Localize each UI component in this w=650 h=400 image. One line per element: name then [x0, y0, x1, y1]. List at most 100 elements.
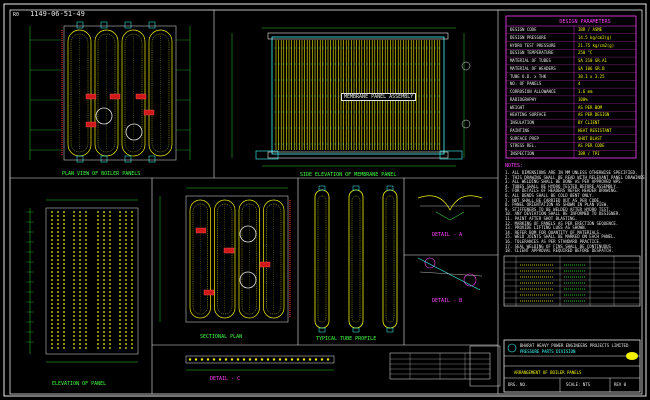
parameter-value: 1.6 mm: [578, 89, 593, 95]
note-line: 12. MARKING OF PANELS AS PER ERECTION SE…: [505, 220, 619, 226]
parameter-label: SURFACE PREP: [510, 135, 539, 141]
parameter-row: DESIGN PRESSURE 14.5 kg/cm2(g): [508, 34, 634, 42]
view-caption-bottom-middle: SECTIONAL PLAN: [200, 334, 243, 340]
note-line: 18. CLIENT APPROVAL REQUIRED BEFORE DESP…: [505, 248, 614, 254]
note-line: 2. THIS DRAWING SHALL BE READ WITH RELEV…: [505, 174, 648, 180]
revision-label: REV 0: [614, 382, 627, 387]
rod-detail-strip: [185, 352, 491, 380]
parameter-label: MATERIAL OF HEADERS: [510, 65, 556, 71]
parameter-label: DESIGN PRESSURE: [510, 34, 547, 40]
parameter-row: SURFACE PREP SHOT BLAST: [508, 135, 634, 143]
parameter-value: 14.5 kg/cm2(g): [578, 34, 612, 40]
detail-a-caption: DETAIL - A: [432, 232, 463, 238]
view-caption-top-left: PLAN VIEW OF BOILER PANELS: [62, 171, 141, 177]
parameter-label: DESIGN TEMPERATURE: [510, 50, 554, 56]
parameters-table: [505, 15, 637, 159]
view-caption-top-middle: SIDE ELEVATION OF MEMBRANE PANEL: [300, 172, 397, 178]
parameter-value: AS PER DESIGN: [578, 112, 610, 118]
note-line: 4. TUBES SHALL BE HYDRO TESTED BEFORE AS…: [505, 183, 619, 189]
notes-title: NOTES:: [505, 163, 524, 169]
parameter-row: MATERIAL OF HEADERS SA 106 GR.B: [508, 65, 634, 73]
bottom-middle-section-view: [159, 187, 291, 323]
parameter-row: CORROSION ALLOWANCE 1.6 mm: [508, 88, 634, 96]
parameter-value: 4: [578, 81, 581, 87]
note-line: 10. ANY DEVIATION SHALL BE INFORMED TO D…: [505, 211, 621, 217]
parameter-value: SA 106 GR.B: [578, 65, 605, 71]
drawing-number-label: DRG. NO.: [508, 382, 528, 387]
parameter-label: WEIGHT: [510, 104, 525, 110]
bottom-left-elevation: [26, 199, 139, 363]
parameter-value: AS PER CODE: [578, 143, 605, 149]
parameter-value: BY CLIENT: [578, 120, 600, 126]
parameter-value: 100%: [578, 96, 588, 102]
parameter-label: NO. OF PANELS: [510, 81, 542, 87]
parameter-label: TUBE O.D. x THK: [510, 73, 547, 79]
parameter-row: STRESS REL. AS PER CODE: [508, 142, 634, 150]
parameter-label: HYDRO TEST PRESSURE: [510, 42, 556, 48]
outer-border: [3, 3, 647, 397]
note-line: 13. PROVIDE LIFTING LUGS AS SHOWN.: [505, 225, 587, 231]
sheet-marker: R0: [13, 12, 20, 18]
company-logo-mark: [507, 343, 517, 353]
view-caption-bottom-left: ELEVATION OF PANEL: [52, 381, 107, 387]
parameter-row: WEIGHT AS PER BOM: [508, 104, 634, 112]
parameter-value: SA 210 GR.A1: [578, 58, 607, 64]
parameter-label: INSULATION: [510, 120, 535, 126]
parameter-label: HEATING SURFACE: [510, 112, 547, 118]
parameter-label: CORROSION ALLOWANCE: [510, 89, 556, 95]
detail-b-caption: DETAIL - B: [432, 298, 463, 304]
center-label: MEMBRANE PANEL ASSEMBLY: [341, 93, 417, 101]
parameter-row: DESIGN TEMPERATURE 250 °C: [508, 49, 634, 57]
parameter-value: SHOT BLAST: [578, 135, 603, 141]
note-line: 6. ALL BENDS SHALL BE COLD BENT ONLY.: [505, 193, 595, 198]
parameters-title: DESIGN PARAMETERS: [559, 19, 611, 25]
detail-c-caption: DETAIL - C: [210, 376, 241, 382]
parameter-label: INSPECTION: [510, 151, 535, 157]
parameter-row: TUBE O.D. x THK 38.1 x 3.25: [508, 73, 634, 81]
note-line: 17. SEAL WELDING OF FINS SHALL BE CONTIN…: [505, 243, 614, 249]
detail-views: [417, 195, 483, 291]
parameter-value: 250 °C: [578, 50, 593, 56]
parameter-label: DESIGN CODE: [510, 27, 537, 32]
parameter-value: HEAT RESISTANT: [578, 127, 612, 133]
title-block: [469, 339, 641, 393]
note-line: 3. ALL WELDING SHALL BE DONE AS PER APPR…: [505, 179, 624, 185]
parameter-label: PAINTING: [510, 127, 530, 133]
parameter-row: INSULATION BY CLIENT: [508, 119, 634, 127]
yellow-stamp: [626, 352, 638, 360]
parameter-value: 38.1 x 3.25: [578, 73, 605, 79]
parameter-row: HYDRO TEST PRESSURE 21.75 kg/cm2(g): [508, 42, 634, 50]
note-line: 1. ALL DIMENSIONS ARE IN MM UNLESS OTHER…: [505, 170, 638, 175]
parameter-row: RADIOGRAPHY 100%: [508, 96, 634, 104]
tube-profile-view: [314, 185, 398, 333]
parameter-row: DESIGN CODE IBR / ASME: [508, 26, 634, 34]
view-caption-bottom-right: TYPICAL TUBE PROFILE: [316, 336, 377, 342]
parameter-label: STRESS REL.: [510, 143, 537, 149]
note-line: 5. FOR DETAILS OF HEADERS REFER HEADER D…: [505, 188, 619, 194]
parameter-row: INSPECTION IBR / TPI: [508, 150, 634, 158]
scale-label: SCALE: NTS: [566, 382, 591, 387]
parameter-label: RADIOGRAPHY: [510, 96, 537, 102]
parameter-value: AS PER BOM: [578, 104, 603, 110]
drawing-title: ARRANGEMENT OF BOILER PANELS: [514, 370, 582, 375]
inner-border: [9, 9, 643, 395]
company-division: PRESSURE PARTS DIVISION: [520, 349, 576, 354]
note-line: 9. STIFFENERS TO BE WELDED AFTER HYDRO T…: [505, 206, 611, 212]
parameter-value: IBR / TPI: [578, 151, 600, 157]
drawing-number: 1149-06-51-49: [30, 10, 85, 18]
note-line: 16. TOLERANCES AS PER STANDARD PRACTICE.: [505, 239, 602, 244]
note-line: 8. PANEL ORIENTATION AS SHOWN IN PLAN VI…: [505, 202, 609, 208]
parameter-row: NO. OF PANELS 4: [508, 80, 634, 88]
revision-table: [503, 255, 641, 307]
company-name: BHARAT HEAVY POWER ENGINEERS PROJECTS LI…: [520, 343, 629, 348]
parameter-row: HEATING SURFACE AS PER DESIGN: [508, 111, 634, 119]
note-line: 7. NDT SHALL BE CARRIED OUT AS PER CODE.: [505, 197, 602, 203]
note-line: 11. PAINT AFTER SHOT BLASTING.: [505, 216, 578, 221]
note-line: 14. REFER BOM FOR QUANTITY OF MATERIALS.: [505, 229, 602, 235]
note-line: 15. WELD JOINTS SHALL BE MARKED ON EACH …: [505, 234, 616, 240]
parameter-value: IBR / ASME: [578, 27, 603, 32]
parameter-value: 21.75 kg/cm2(g): [578, 42, 615, 48]
top-left-panel-view: [29, 21, 191, 163]
